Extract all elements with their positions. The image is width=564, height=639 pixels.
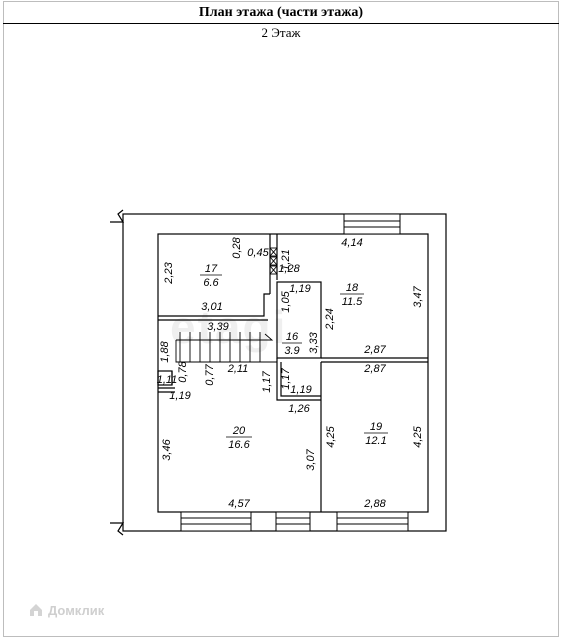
room-number: 20	[232, 425, 246, 437]
dimension: 0,45	[247, 247, 269, 259]
room-number: 19	[370, 421, 382, 433]
dimension: 1,19	[289, 283, 310, 295]
room-area: 3.9	[284, 345, 299, 357]
dimension: 1,26	[288, 403, 310, 415]
watermark-text: Домклик	[48, 602, 105, 618]
page-frame	[3, 1, 559, 637]
watermark-brand: etagi	[170, 301, 288, 353]
dimension: 3,39	[207, 321, 228, 333]
room-number: 16	[286, 331, 299, 343]
dimension: 1,19	[169, 390, 190, 402]
dimension: 1,21	[280, 249, 292, 270]
dimension: 2,24	[324, 308, 336, 330]
outer-walls	[110, 209, 447, 536]
dimension: 0,78	[177, 360, 189, 382]
dimension: 3,07	[305, 448, 317, 470]
dimension: 0,28	[231, 236, 243, 258]
dimension: 2,87	[363, 344, 386, 356]
ventilation-ducts	[269, 247, 278, 275]
house-icon	[30, 604, 42, 616]
room-number: 17	[205, 263, 218, 275]
dimension-labels: 4,14 0,28 0,45 1,21 2,23 1,28 3,47 1,19 …	[157, 236, 424, 510]
room-number: 18	[346, 282, 359, 294]
domclick-watermark: Домклик	[28, 600, 104, 620]
dimension: 1,05	[280, 290, 292, 312]
plan-title: План этажа (части этажа)	[198, 5, 364, 20]
dimension: 4,25	[412, 425, 424, 447]
dimension: 3,33	[308, 331, 320, 353]
dimension: 1,17	[280, 367, 292, 389]
dimension: 2,23	[163, 261, 175, 284]
dimension: 1,28	[278, 263, 300, 275]
floor-label: 2 Этаж	[261, 25, 301, 40]
dimension: 0,77	[204, 363, 216, 385]
dimension: 1,17	[261, 370, 273, 392]
dimension: 2,11	[227, 363, 249, 375]
title-underline	[3, 23, 559, 24]
dimension: 2,87	[363, 363, 386, 375]
dimension: 3,47	[412, 285, 424, 307]
dimension: 3,01	[201, 301, 222, 313]
room-labels: 17 6.6 18 11.5 16 3.9 19 12.1 20 16.6	[200, 263, 388, 451]
room-area: 11.5	[342, 296, 363, 308]
room-area: 6.6	[203, 277, 219, 289]
stairs	[175, 332, 277, 363]
dimension: 1,19	[290, 384, 311, 396]
dimension: 4,14	[341, 237, 362, 249]
dimension: 2,88	[363, 498, 386, 510]
interior-walls	[157, 234, 428, 512]
dimension: 4,57	[228, 498, 250, 510]
dimension: 1,88	[159, 340, 171, 362]
windows	[180, 213, 409, 532]
dimension: 4,25	[325, 425, 337, 447]
room-area: 16.6	[228, 439, 250, 451]
room-area: 12.1	[365, 435, 386, 447]
dimension: 3,46	[161, 438, 173, 460]
dimension: 1,11	[157, 374, 178, 386]
